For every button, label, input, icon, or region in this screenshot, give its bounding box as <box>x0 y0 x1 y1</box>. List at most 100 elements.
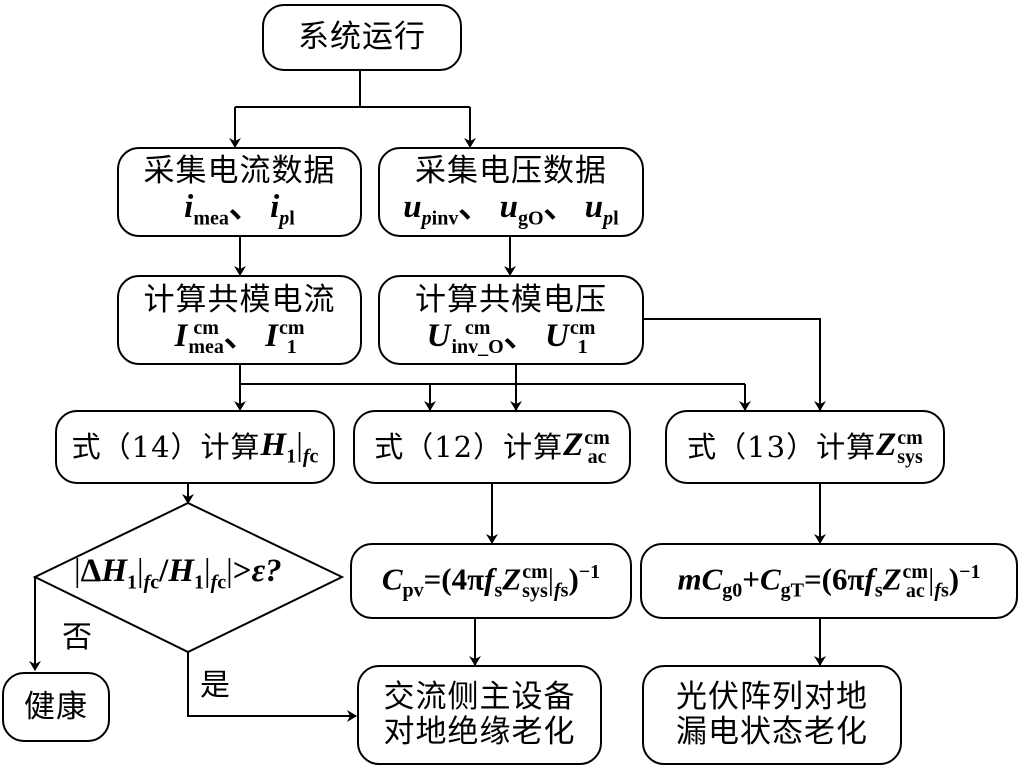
healthy-label: 健康 <box>24 688 88 725</box>
sub-ac: ac <box>905 579 925 602</box>
sub-sys: sys <box>897 445 923 468</box>
eq-4pi: =(4π <box>423 560 485 596</box>
plus: + <box>742 560 760 596</box>
question-mark: ? <box>265 553 282 589</box>
sub-c: c <box>309 445 319 468</box>
sub-1: 1 <box>286 336 297 359</box>
var-I: I <box>174 317 188 354</box>
ac-aging-line2: 对地绝缘老化 <box>383 714 576 750</box>
var-C: C <box>759 560 781 596</box>
var-m: m <box>677 560 702 596</box>
sub-c: c <box>217 571 227 594</box>
sub-f: f <box>210 571 218 594</box>
var-Z: Z <box>563 427 584 464</box>
separator: 、 <box>458 188 492 225</box>
var-u: u <box>584 188 604 225</box>
eq-6pi: =(6π <box>804 560 865 596</box>
collect-voltage-vars: upinv、 ugO、 upl <box>403 189 618 230</box>
decision-text: |ΔH1|fc/H1|fc|>ε? <box>74 553 282 594</box>
eq14-node: 式（14）计算 H1|fc <box>55 410 335 484</box>
var-i: i <box>270 188 280 225</box>
sub-p: p <box>279 207 290 230</box>
sup-cm: cm <box>278 317 305 340</box>
edge-label-yes: 是 <box>200 668 230 703</box>
start-node: 系统运行 <box>262 4 462 71</box>
sup-cm: cm <box>902 560 929 583</box>
separator: 、 <box>503 317 537 354</box>
gt-symbol: > <box>232 553 252 589</box>
ac-aging-line1: 交流侧主设备 <box>383 679 576 716</box>
sub-c: c <box>150 571 160 594</box>
pv-aging-node: 光伏阵列对地 漏电状态老化 <box>642 665 902 765</box>
sub-1: 1 <box>126 571 137 594</box>
var-I: I <box>265 317 278 354</box>
sub-g0: g0 <box>722 579 743 602</box>
exponent: −1 <box>959 560 981 583</box>
eq14-prefix: 式（14）计算 <box>71 429 261 464</box>
close-paren: ) <box>568 560 579 596</box>
epsilon-symbol: ε <box>251 553 266 589</box>
sub-f: f <box>934 579 941 602</box>
sub-f: f <box>302 445 310 468</box>
var-H: H <box>260 426 287 463</box>
sub-ac: ac <box>587 445 607 468</box>
var-u: u <box>403 188 422 225</box>
edge-calc-current-bus <box>239 364 745 385</box>
collect-voltage-node: 采集电压数据 upinv、 ugO、 upl <box>378 147 644 237</box>
close-paren: ) <box>948 560 960 596</box>
sup-cm: cm <box>569 317 596 340</box>
slash: / <box>159 553 169 589</box>
sup-cm: cm <box>584 426 610 449</box>
delta-symbol: Δ <box>80 553 102 589</box>
sub-gT: gT <box>780 579 804 602</box>
calc-cm-voltage-title: 计算共模电压 <box>415 281 607 318</box>
var-H: H <box>168 553 194 589</box>
exponent: −1 <box>578 560 601 583</box>
var-i: i <box>184 188 194 225</box>
var-f: f <box>484 560 495 596</box>
sub-1: 1 <box>286 445 297 468</box>
var-U: U <box>426 317 451 354</box>
var-f: f <box>864 560 875 596</box>
sup-cm: cm <box>193 317 219 340</box>
edge-yes-to-ac-aging <box>187 652 357 722</box>
pv-aging-line1: 光伏阵列对地 <box>676 679 868 716</box>
eq12-prefix: 式（12）计算 <box>374 429 564 464</box>
calc-cm-current-title: 计算共模电流 <box>143 281 336 318</box>
var-C: C <box>381 560 403 596</box>
collect-voltage-title: 采集电压数据 <box>415 153 607 190</box>
sub-p: p <box>421 207 432 230</box>
var-u: u <box>499 188 518 225</box>
sub-l: l <box>289 207 295 230</box>
separator: 、 <box>223 317 257 354</box>
var-Z: Z <box>502 560 522 596</box>
sub-s: s <box>940 579 949 602</box>
collect-current-node: 采集电流数据 imea、 ipl <box>117 147 362 237</box>
separator: 、 <box>543 188 577 225</box>
sub-s: s <box>874 579 883 602</box>
healthy-node: 健康 <box>2 672 110 742</box>
edge-start-split <box>235 70 470 108</box>
edge-calc-voltage-to-eq13 <box>644 318 826 411</box>
var-Z: Z <box>882 560 902 596</box>
sub-s: s <box>560 579 569 602</box>
sub-f: f <box>553 579 561 602</box>
ac-aging-node: 交流侧主设备 对地绝缘老化 <box>357 665 602 765</box>
sub-l: l <box>613 207 619 230</box>
collect-current-vars: imea、 ipl <box>184 189 295 230</box>
eq14-var: H1|fc <box>260 426 319 468</box>
sub-mea: mea <box>188 336 224 359</box>
sup-cm: cm <box>464 317 491 340</box>
sub-inv: inv <box>431 207 459 230</box>
sub-mea: mea <box>193 207 229 230</box>
